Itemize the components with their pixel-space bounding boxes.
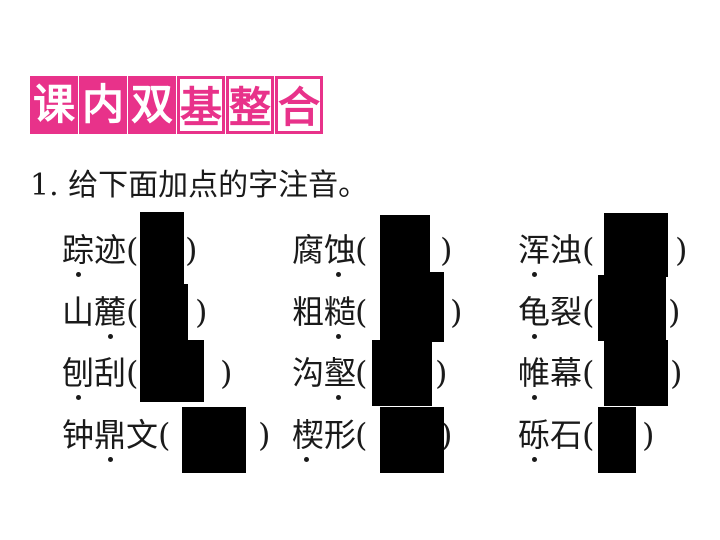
emphasis-dot [532,395,537,400]
paren-close: ) [675,231,688,269]
item-shanlu: 山麓 [62,287,126,337]
item-lishi: 砾石 [518,410,582,460]
paren-close: ) [435,354,448,392]
item-weimu: 帷幕 [518,348,582,398]
emphasis-dot [532,272,537,277]
item-text: 腐蚀 [292,231,357,269]
paren-open: ( [126,293,139,331]
redaction-block [598,407,636,473]
paren-open: ( [355,354,368,392]
header-char-6: 合 [275,76,323,134]
item-char: 踪迹 [62,231,127,269]
item-guilie: 龟裂 [518,287,582,337]
redaction-block [140,212,184,284]
item-paogua: 刨刮 [62,348,126,398]
item-zhongdingwen: 钟鼎文 [62,410,158,460]
item-text: 粗糙 [292,293,357,331]
emphasis-dot [336,334,341,339]
item-text: 龟裂 [518,293,583,331]
item-hunzhuo: 浑浊 [518,225,582,275]
item-text: 砾石 [518,416,583,454]
paren-close: ) [450,293,463,331]
question-text: 1. 给下面加点的字注音。 [30,168,369,203]
paren-close: ) [642,416,655,454]
header-char-2: 内 [79,76,127,134]
paren-close: ) [220,354,233,392]
redaction-block [380,215,430,275]
item-fushi: 腐蚀 [292,225,356,275]
paren-open: ( [355,293,368,331]
emphasis-dot [304,457,309,462]
header-char-5: 整 [226,76,274,134]
redaction-block [140,284,188,342]
paren-close: ) [195,293,208,331]
emphasis-dot [108,457,113,462]
paren-open: ( [582,293,595,331]
redaction-block [372,340,432,406]
redaction-block [598,275,666,341]
section-header: 课 内 双 基 整 合 [30,76,323,134]
paren-open: ( [158,416,171,454]
paren-open: ( [582,416,595,454]
item-xiexing: 楔形 [292,410,356,460]
emphasis-dot [108,334,113,339]
paren-close: ) [440,231,453,269]
item-gouhe: 沟壑 [292,348,356,398]
emphasis-dot [76,272,81,277]
paren-close: ) [258,416,271,454]
paren-open: ( [582,231,595,269]
paren-close: ) [668,293,681,331]
item-text: 钟鼎文 [62,416,159,454]
item-text: 沟壑 [292,354,357,392]
redaction-block [604,340,668,406]
item-zongji: 踪迹 [62,225,126,275]
item-text: 浑浊 [518,231,583,269]
paren-close: ) [670,354,683,392]
redaction-block [140,340,204,402]
redaction-block [604,213,668,277]
emphasis-dot [76,395,81,400]
item-text: 楔形 [292,416,357,454]
redaction-block [182,407,246,473]
item-cucao: 粗糙 [292,287,356,337]
paren-open: ( [126,231,139,269]
redaction-block [380,272,444,342]
paren-open: ( [582,354,595,392]
header-char-4: 基 [177,76,225,134]
emphasis-dot [532,334,537,339]
paren-close: ) [185,231,198,269]
header-char-3: 双 [128,76,176,134]
header-char-1: 课 [30,76,78,134]
item-text: 山麓 [62,293,127,331]
emphasis-dot [532,457,537,462]
item-text: 帷幕 [518,354,583,392]
redaction-block [380,407,444,473]
item-text: 刨刮 [62,354,127,392]
emphasis-dot [336,395,341,400]
paren-open: ( [355,416,368,454]
emphasis-dot [336,272,341,277]
paren-open: ( [126,354,139,392]
paren-open: ( [355,231,368,269]
